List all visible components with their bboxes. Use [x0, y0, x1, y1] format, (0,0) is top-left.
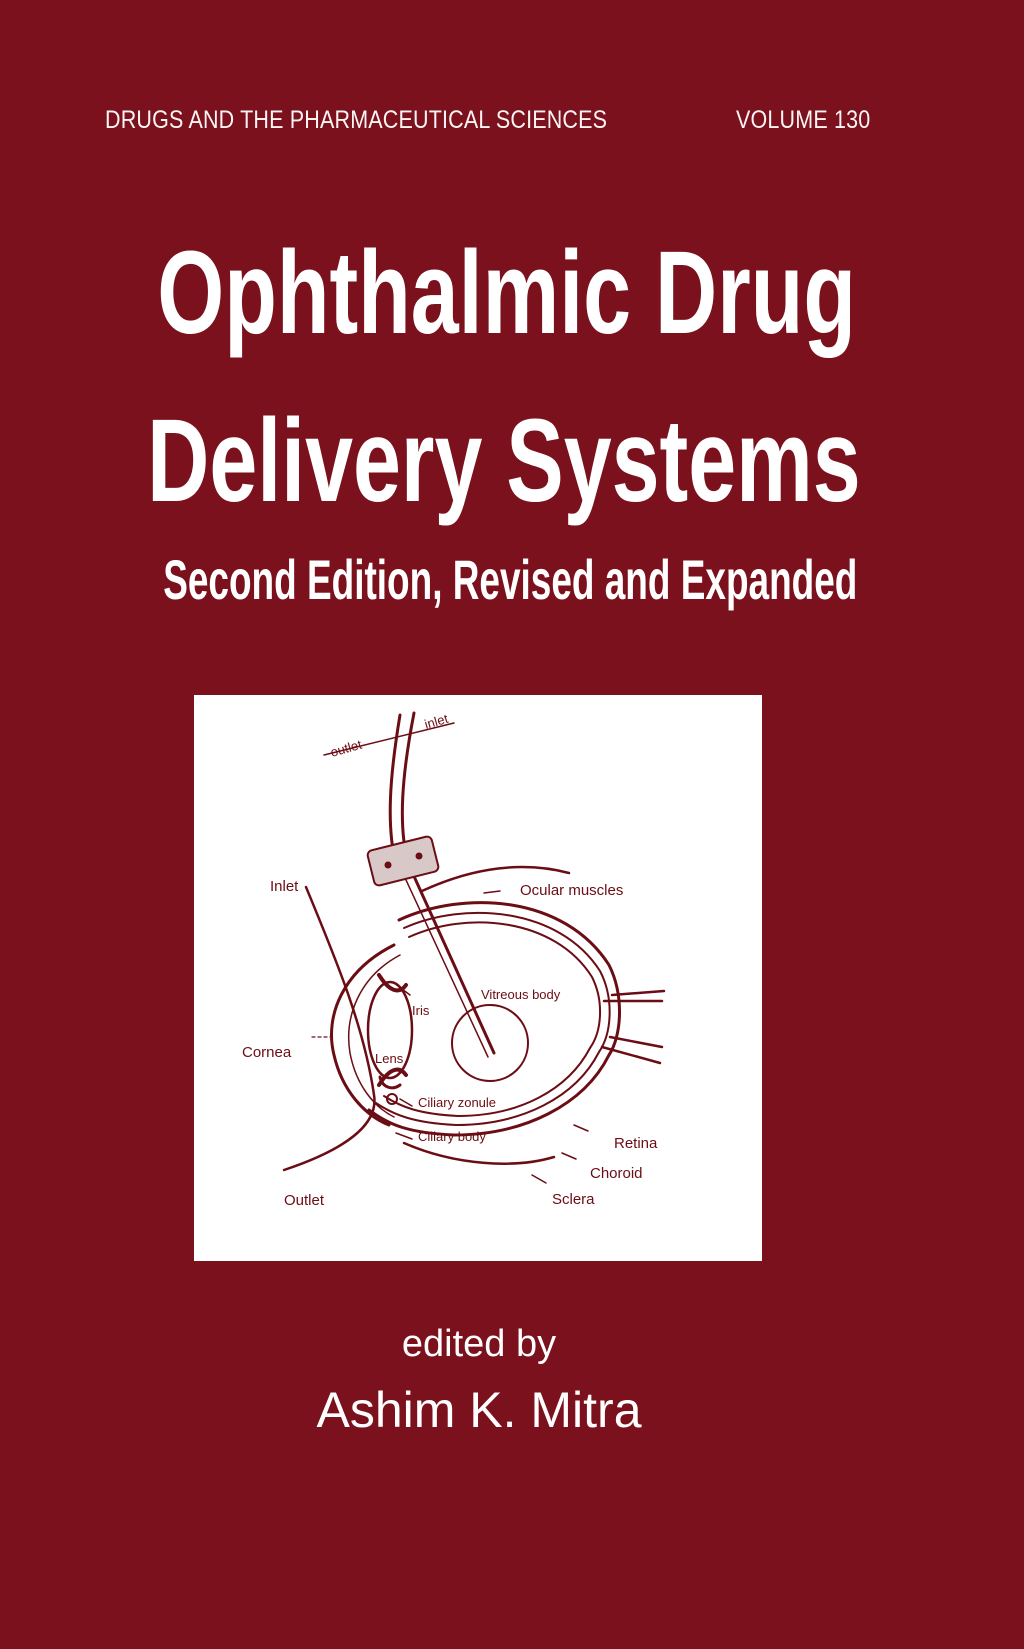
label-inlet-top: inlet — [423, 711, 450, 732]
optic-nerve — [600, 989, 666, 1065]
label-sclera: Sclera — [552, 1191, 595, 1208]
book-title-line-1: Ophthalmic Drug — [157, 227, 856, 359]
label-ocular-muscles: Ocular muscles — [520, 882, 623, 899]
editor-name: Ashim K. Mitra — [316, 1382, 642, 1438]
sclera-outline — [367, 901, 621, 1137]
choroid-outline — [375, 911, 611, 1126]
volume-number: VOLUME 130 — [736, 106, 871, 134]
vitreous-body — [451, 1004, 529, 1082]
label-ciliary-zonule: Ciliary zonule — [418, 1095, 496, 1110]
label-inlet: Inlet — [270, 878, 299, 895]
eye-diagram: outlet inlet Inlet Ocular muscles Vitreo… — [194, 695, 762, 1261]
cornea-outline — [330, 943, 396, 1127]
probe-needle — [406, 861, 496, 1055]
retina-outline — [383, 921, 602, 1117]
label-iris: Iris — [412, 1003, 430, 1018]
book-subtitle: Second Edition, Revised and Expanded — [163, 548, 858, 611]
label-retina: Retina — [614, 1135, 658, 1152]
label-ciliary-body: Ciliary body — [418, 1129, 486, 1144]
lens — [366, 980, 414, 1080]
eye-diagram-illustration: outlet inlet Inlet Ocular muscles Vitreo… — [242, 711, 666, 1209]
series-name: DRUGS AND THE PHARMACEUTICAL SCIENCES — [105, 106, 608, 134]
side-tube — [282, 885, 376, 1172]
label-outlet-top: outlet — [329, 737, 364, 760]
label-lens: Lens — [375, 1051, 404, 1066]
probe-clamp — [366, 835, 440, 887]
label-cornea: Cornea — [242, 1044, 292, 1061]
edited-by-label: edited by — [401, 1323, 557, 1365]
label-choroid: Choroid — [590, 1165, 643, 1182]
book-title-line-2: Delivery Systems — [147, 395, 861, 527]
label-outlet: Outlet — [284, 1192, 325, 1209]
label-vitreous-body: Vitreous body — [481, 987, 561, 1002]
iris — [377, 973, 408, 993]
